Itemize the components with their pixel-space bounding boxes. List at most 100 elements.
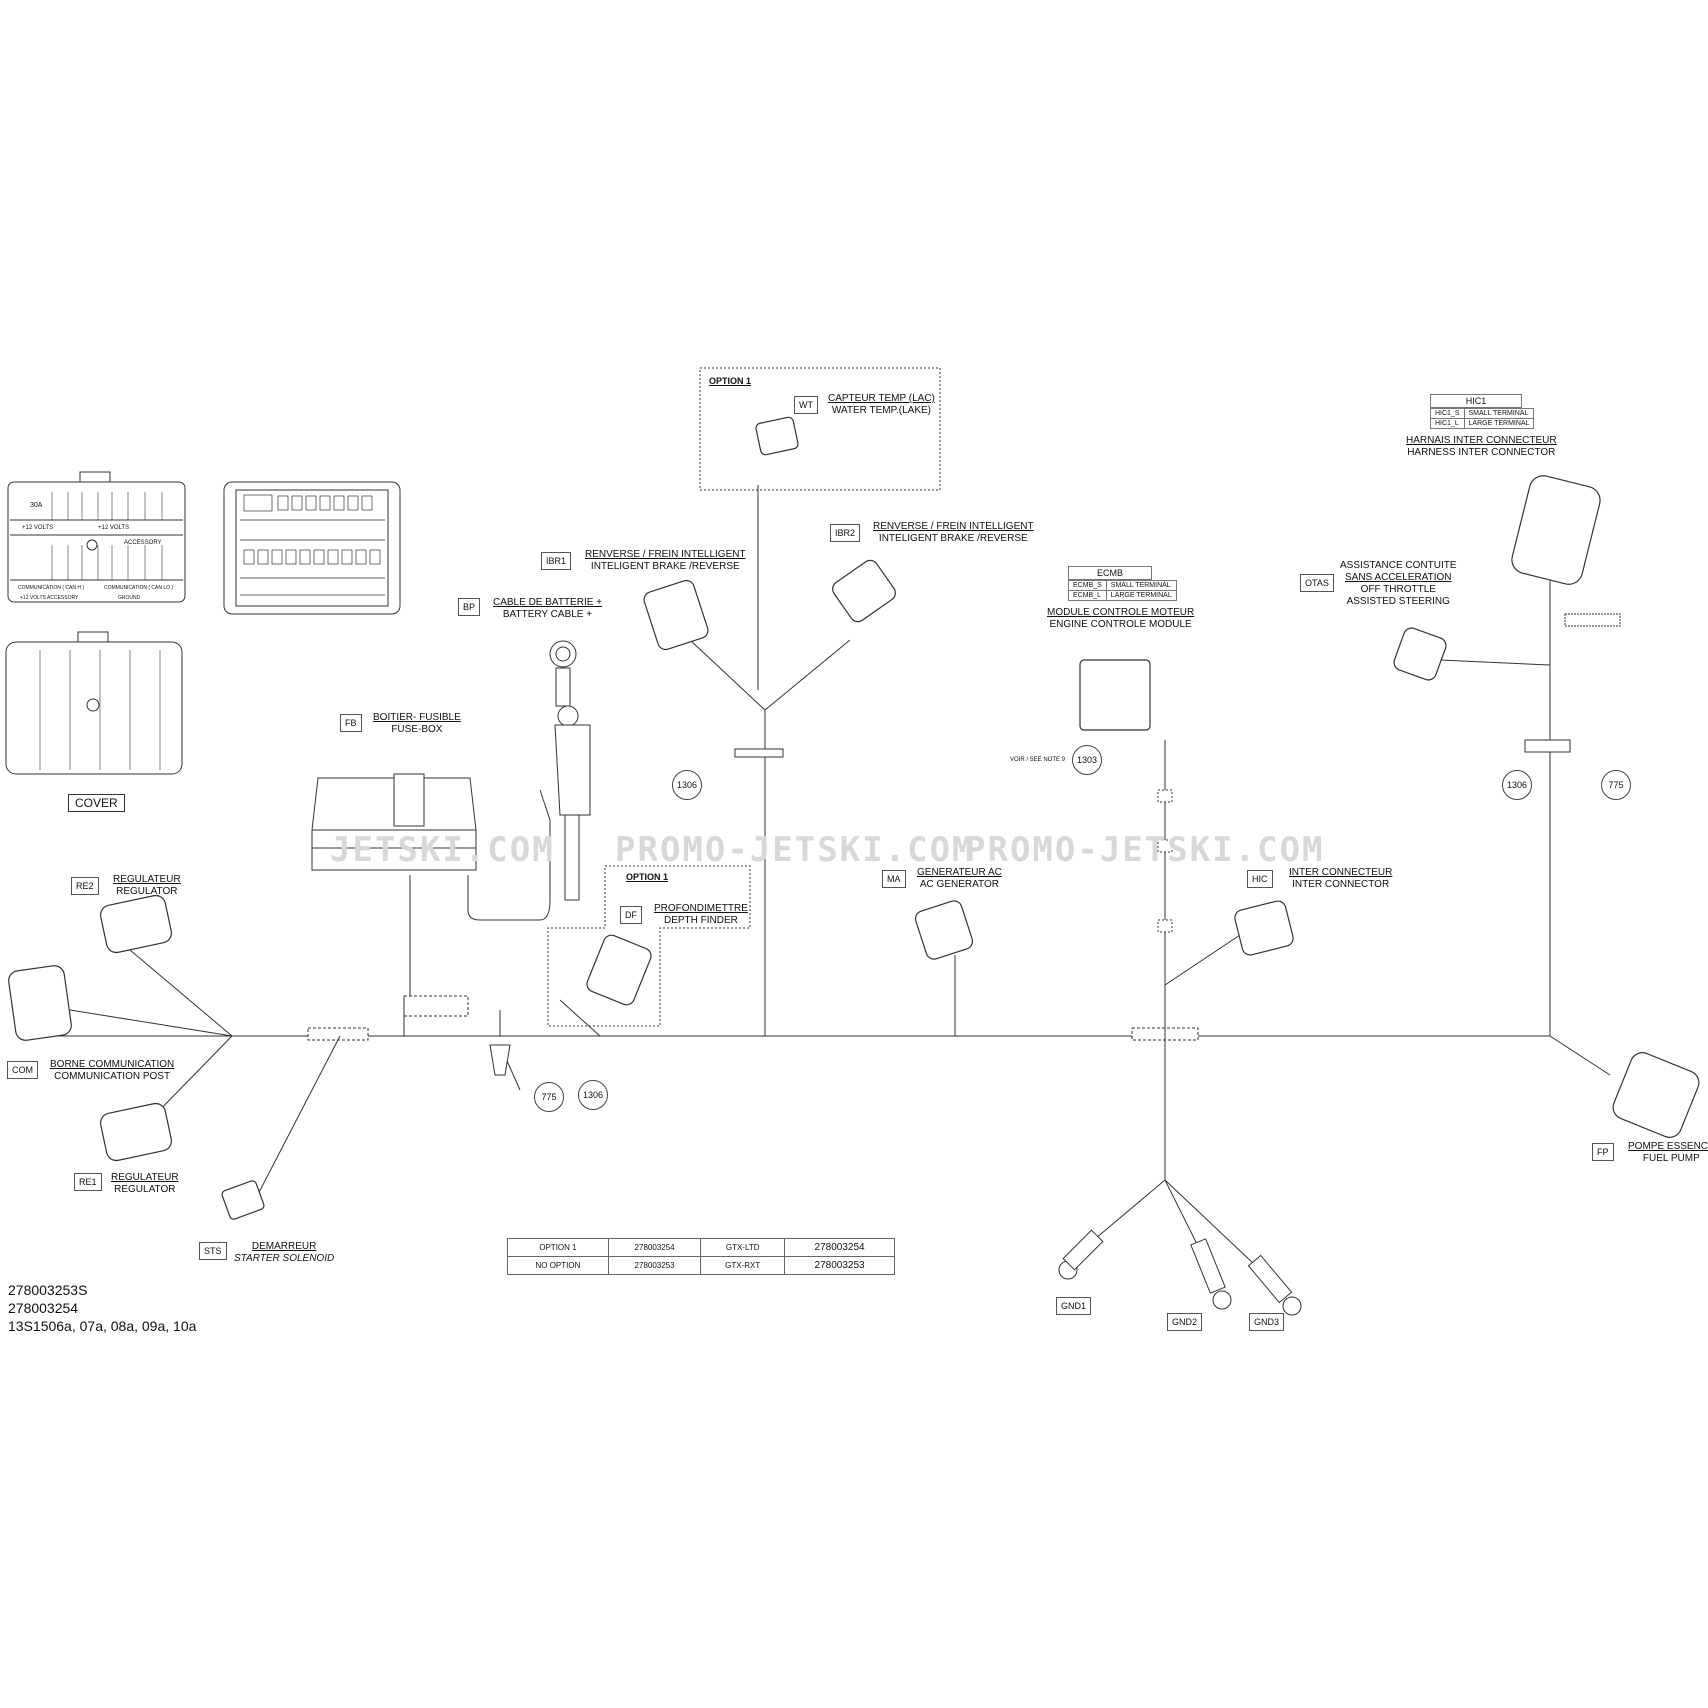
- label-ibr2-en: INTELIGENT BRAKE /REVERSE: [878, 533, 1028, 544]
- label-sts-fr: DEMARREUR: [251, 1241, 317, 1252]
- label-fp-en: FUEL PUMP: [1642, 1153, 1700, 1164]
- part-number: 13S1506a, 07a, 08a, 09a, 10a: [8, 1318, 197, 1334]
- hardware-studs: [489, 613, 1621, 1076]
- tag-df: DF: [620, 906, 642, 924]
- label-hic1: HARNAIS INTER CONNECTEUR HARNESS INTER C…: [1406, 435, 1557, 459]
- ref-circle-775: 775: [1601, 770, 1631, 800]
- ecm-connector: [1079, 659, 1151, 731]
- table-row: OPTION 1 278003254 GTX-LTD 278003254: [507, 1238, 895, 1257]
- label-hic1-fr: HARNAIS INTER CONNECTEUR: [1406, 435, 1557, 446]
- df-connector: [586, 934, 652, 1006]
- label-com-fr: BORNE COMMUNICATION: [50, 1059, 175, 1070]
- fusebox-cell-label: GROUND: [118, 595, 141, 601]
- fusebox-housing: [311, 773, 477, 871]
- table-cell: NO OPTION: [507, 1256, 609, 1275]
- tag-ma: MA: [882, 870, 906, 888]
- ecmb-row-code: ECMB_L: [1068, 590, 1107, 601]
- hic1-connector: [1511, 475, 1601, 585]
- label-df-en: DEPTH FINDER: [663, 915, 738, 926]
- hic1-row-code: HIC1_L: [1430, 418, 1465, 429]
- ecmb-table-title: ECMB: [1068, 566, 1152, 580]
- table-cell: 278003253: [784, 1256, 895, 1275]
- label-df: PROFONDIMETTRE DEPTH FINDER: [654, 903, 748, 927]
- tag-gnd1: GND1: [1056, 1297, 1092, 1315]
- hic1-row-desc: SMALL TERMINAL: [1463, 408, 1535, 419]
- ref-circle-775: 775: [534, 1082, 564, 1112]
- fusebox-cell-label: COMMUNICATION ( CAN H ): [18, 585, 85, 591]
- label-ibr1-fr: RENVERSE / FREIN INTELLIGENT: [585, 549, 746, 560]
- label-ecmb: MODULE CONTROLE MOTEUR ENGINE CONTROLE M…: [1047, 607, 1194, 631]
- label-wt: CAPTEUR TEMP (LAC) WATER TEMP.(LAKE): [828, 393, 935, 417]
- label-bp-fr: CABLE DE BATTERIE +: [493, 597, 603, 608]
- tag-fb: FB: [340, 714, 362, 732]
- ecmb-row-desc: SMALL TERMINAL: [1105, 580, 1177, 591]
- ibr2-connector: [832, 559, 896, 623]
- option-table: OPTION 1 278003254 GTX-LTD 278003254 NO …: [507, 1238, 895, 1275]
- tag-wt: WT: [794, 396, 818, 414]
- wt-connector: [755, 416, 799, 456]
- ma-connector: [914, 900, 974, 960]
- label-ibr2: RENVERSE / FREIN INTELLIGENT INTELIGENT …: [873, 521, 1034, 545]
- option-label-df: OPTION 1: [626, 872, 669, 882]
- label-hic-en: INTER CONNECTOR: [1292, 879, 1390, 890]
- label-re2-en: REGULATOR: [116, 886, 178, 897]
- label-fb-fr: BOITIER- FUSIBLE: [373, 712, 461, 723]
- option-label-wt: OPTION 1: [709, 376, 752, 386]
- label-fb-en: FUSE-BOX: [391, 724, 443, 735]
- label-ecmb-fr: MODULE CONTROLE MOTEUR: [1047, 607, 1195, 618]
- ref-circle-1303: 1303: [1072, 745, 1102, 775]
- sts-connector: [221, 1180, 265, 1220]
- hic-connector: [1234, 900, 1294, 956]
- label-hic1-en: HARNESS INTER CONNECTOR: [1407, 447, 1556, 458]
- label-wt-en: WATER TEMP.(LAKE): [831, 405, 931, 416]
- ref-circle-1306: 1306: [1502, 770, 1532, 800]
- fusebox-cell-label: COMMUNICATION ( CAN LO ): [104, 585, 174, 591]
- ecmb-row-code: ECMB_S: [1068, 580, 1107, 591]
- label-re1-fr: REGULATEUR: [111, 1172, 179, 1183]
- tag-hic: HIC: [1247, 870, 1273, 888]
- part-number: 278003253S: [8, 1282, 88, 1298]
- label-ibr2-fr: RENVERSE / FREIN INTELLIGENT: [873, 521, 1034, 532]
- tag-gnd2: GND2: [1167, 1313, 1203, 1331]
- fp-connector: [1612, 1052, 1700, 1138]
- label-otas-l3: OFF THROTTLE: [1360, 584, 1436, 595]
- fusebox-top-view: [7, 471, 186, 603]
- label-hic: INTER CONNECTEUR INTER CONNECTOR: [1289, 867, 1392, 891]
- table-cell: OPTION 1: [507, 1238, 609, 1257]
- label-bp: CABLE DE BATTERIE + BATTERY CABLE +: [493, 597, 602, 621]
- label-re1-en: REGULATOR: [114, 1184, 176, 1195]
- label-ibr1: RENVERSE / FREIN INTELLIGENT INTELIGENT …: [585, 549, 746, 573]
- label-otas-l1: ASSISTANCE CONTUITE: [1340, 560, 1457, 571]
- tag-re1: RE1: [74, 1173, 102, 1191]
- re1-connector: [99, 1102, 173, 1162]
- tag-sts: STS: [199, 1242, 227, 1260]
- fusebox-cell-label: +12 VOLTS: [22, 525, 54, 531]
- label-fb: BOITIER- FUSIBLE FUSE-BOX: [373, 712, 461, 736]
- ecmb-row-desc: LARGE TERMINAL: [1105, 590, 1177, 601]
- watermark-2: PROMO-JETSKI.COM: [615, 830, 975, 870]
- table-cell: GTX-RXT: [700, 1256, 786, 1275]
- label-otas-l4: ASSISTED STEERING: [1346, 596, 1450, 607]
- table-cell: 278003253: [607, 1256, 702, 1275]
- tag-ibr2: IBR2: [830, 524, 861, 542]
- fusebox-cell-label: +12 VOLTS: [98, 525, 130, 531]
- ref-circle-1306: 1306: [578, 1080, 608, 1110]
- tag-com: COM: [7, 1061, 38, 1079]
- table-row: NO OPTION 278003253 GTX-RXT 278003253: [507, 1256, 895, 1275]
- label-bp-en: BATTERY CABLE +: [502, 609, 593, 620]
- label-fp: POMPE ESSENCE FUEL PUMP: [1628, 1141, 1708, 1165]
- table-cell: 278003254: [607, 1238, 702, 1257]
- label-ibr1-en: INTELIGENT BRAKE /REVERSE: [590, 561, 740, 572]
- see-note: VOIR / SEE NOTE 9: [1010, 757, 1066, 763]
- fusebox-cell-label: 30A: [30, 502, 43, 509]
- label-sts-en: STARTER SOLENOID: [234, 1253, 335, 1264]
- label-df-fr: PROFONDIMETTRE: [654, 903, 748, 914]
- label-com: BORNE COMMUNICATION COMMUNICATION POST: [50, 1059, 174, 1083]
- label-otas-l2: SANS ACCELERATION: [1344, 572, 1452, 583]
- tag-bp: BP: [458, 598, 481, 616]
- tag-fp: FP: [1592, 1143, 1614, 1161]
- hic1-row-desc: LARGE TERMINAL: [1463, 418, 1535, 429]
